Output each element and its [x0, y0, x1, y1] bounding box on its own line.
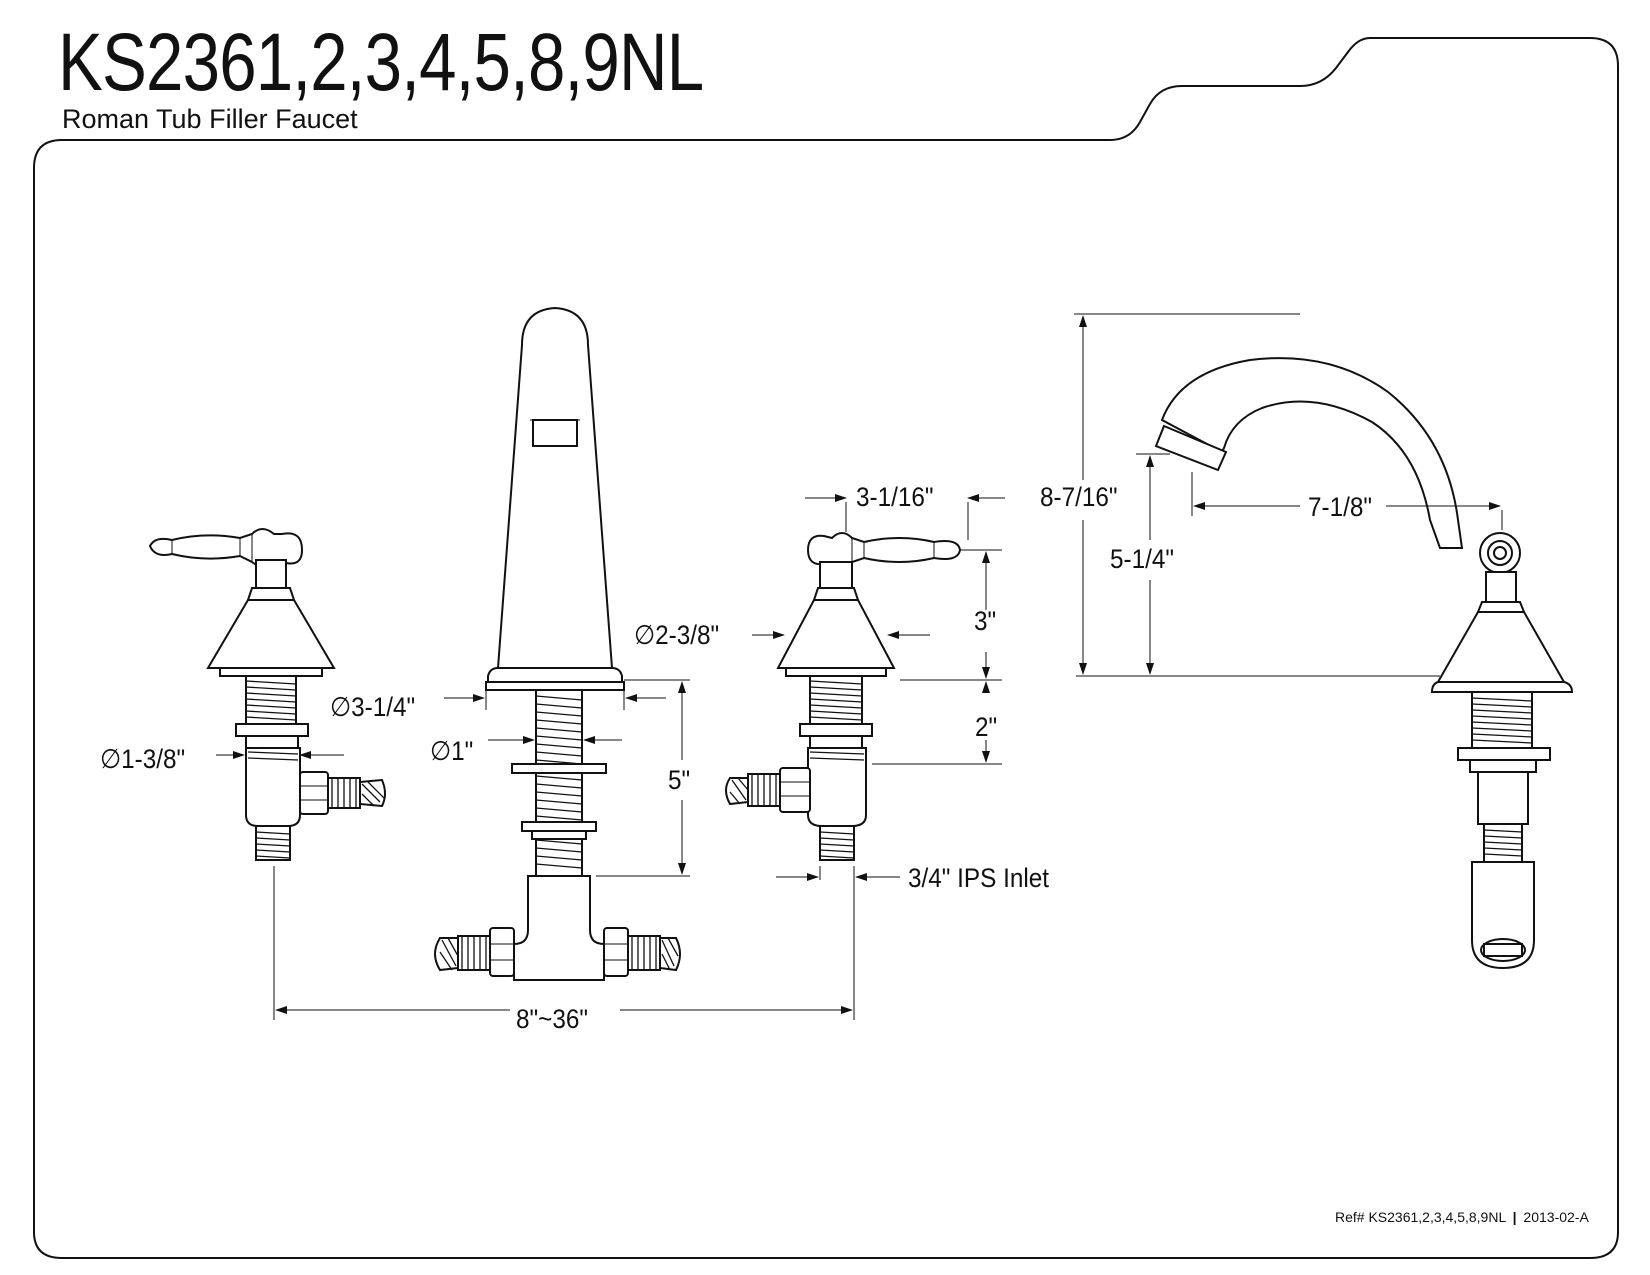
- dim-spout-height: 5-1/4": [1110, 544, 1175, 574]
- dim-spout-reach: 7-1/8": [1308, 492, 1373, 522]
- dim-centers: 8"~36": [516, 1004, 588, 1034]
- dim-handle-height: 3": [974, 606, 997, 636]
- sheet-frame: [33, 37, 1619, 1259]
- reference-date: 2013-02-A: [1523, 1209, 1589, 1225]
- dim-overall-height: 8-7/16": [1040, 482, 1118, 512]
- reference-line: Ref# KS2361,2,3,4,5,8,9NL | 2013-02-A: [1335, 1209, 1589, 1225]
- right-valve: [725, 532, 962, 861]
- center-spout: [434, 306, 681, 981]
- dim-spout-shank-length: 5": [668, 765, 691, 795]
- dimension-lines: [216, 313, 1503, 1020]
- reference-number: Ref# KS2361,2,3,4,5,8,9NL: [1335, 1209, 1506, 1225]
- dim-handle-spread: 3-1/16": [856, 482, 934, 512]
- side-view: [1154, 357, 1574, 970]
- dim-valve-shank-dia: ∅1-3/8": [100, 744, 186, 774]
- left-valve: [148, 528, 386, 861]
- dim-inlet: 3/4" IPS Inlet: [908, 863, 1050, 893]
- page-title: KS2361,2,3,4,5,8,9NL: [58, 17, 704, 108]
- page-subtitle: Roman Tub Filler Faucet: [62, 104, 358, 134]
- dim-shank-dia: ∅1": [430, 736, 474, 766]
- dim-escutcheon-dia: ∅2-3/8": [634, 620, 720, 650]
- reference-separator: |: [1512, 1209, 1517, 1225]
- dim-mount-thickness: 2": [975, 712, 998, 742]
- dim-spout-base-dia: ∅3-1/4": [330, 692, 416, 722]
